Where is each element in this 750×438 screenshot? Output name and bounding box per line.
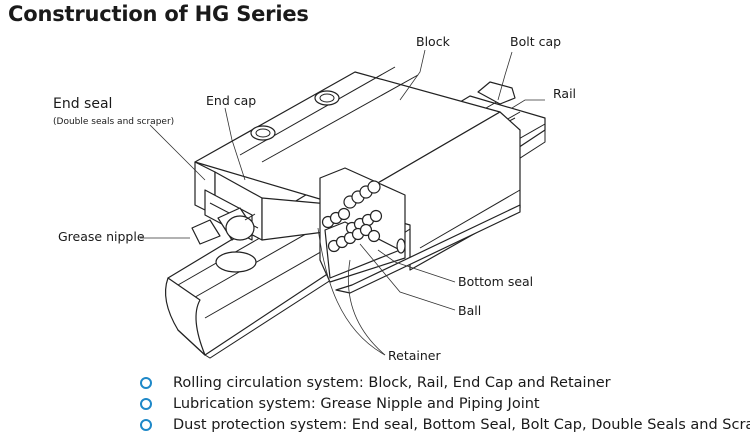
systems-list: Rolling circulation system: Block, Rail,…	[140, 372, 750, 435]
bolt-hole	[314, 90, 340, 106]
hg-series-diagram: Block Bolt cap Rail End seal (Double sea…	[53, 34, 576, 363]
leader-lines	[140, 49, 545, 356]
label-bolt-cap: Bolt cap	[510, 34, 561, 49]
list-item: Lubrication system: Grease Nipple and Pi…	[140, 393, 750, 414]
label-rail: Rail	[553, 86, 576, 101]
bullet-ring-icon	[140, 397, 152, 410]
list-item: Dust protection system: End seal, Bottom…	[140, 414, 750, 435]
system-text: Rolling circulation system: Block, Rail,…	[173, 374, 611, 391]
label-block: Block	[416, 34, 451, 49]
system-text: Lubrication system: Grease Nipple and Pi…	[173, 395, 540, 412]
label-grease-nipple: Grease nipple	[58, 229, 145, 244]
page-title: Construction of HG Series	[8, 2, 309, 26]
list-item: Rolling circulation system: Block, Rail,…	[140, 372, 750, 393]
system-text: Dust protection system: End seal, Bottom…	[173, 416, 750, 433]
bullet-ring-icon	[140, 418, 152, 431]
cutaway	[319, 167, 406, 283]
label-end-seal-note: (Double seals and scraper)	[53, 117, 174, 127]
label-bottom-seal: Bottom seal	[458, 274, 533, 289]
label-end-seal: End seal	[53, 96, 112, 112]
label-ball: Ball	[458, 303, 481, 318]
ball-row-lower	[327, 223, 381, 253]
bolt-hole	[250, 125, 276, 141]
bullet-ring-icon	[140, 376, 152, 389]
grease-nipple	[191, 207, 257, 273]
label-end-cap: End cap	[206, 93, 256, 108]
label-retainer: Retainer	[388, 348, 441, 363]
